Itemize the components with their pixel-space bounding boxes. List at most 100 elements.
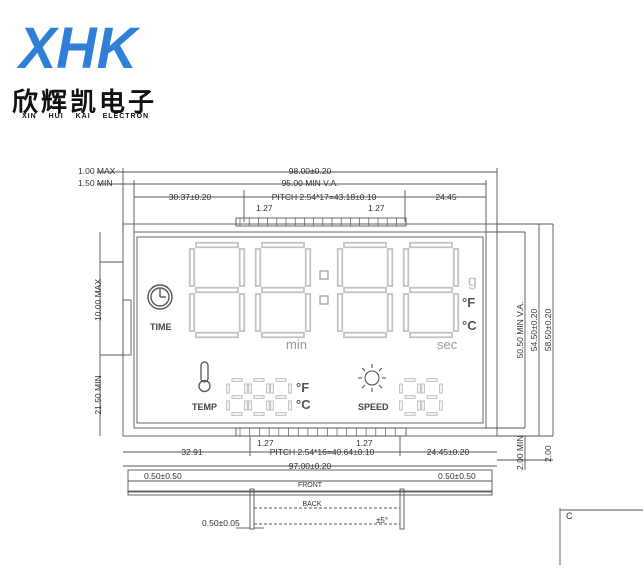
fan-speed-icon	[358, 364, 386, 392]
sec-label: sec	[437, 337, 458, 352]
segment	[254, 293, 262, 332]
segment	[404, 412, 416, 416]
segment	[248, 400, 252, 411]
seven-segment-digit	[421, 378, 443, 416]
segment	[195, 331, 239, 339]
segment	[409, 241, 453, 249]
segment	[417, 400, 421, 411]
dim-pin-width-top-right: 1.27	[368, 203, 385, 213]
thermometer-icon	[198, 361, 211, 393]
dim-max-1: 1.00 MAX	[78, 166, 116, 176]
segment	[409, 286, 453, 294]
segment	[304, 248, 312, 287]
segment	[336, 293, 344, 332]
segment	[261, 241, 305, 249]
dim-bottom-left-offset: 32.91	[181, 447, 203, 457]
bottom-pin-row	[239, 428, 396, 436]
segment	[421, 383, 425, 394]
segment	[343, 331, 387, 339]
lcd-labels: TIME min sec g °F °C TEMP °F °C SPEED	[150, 273, 477, 412]
top-pin-row	[239, 218, 397, 226]
speed-label: SPEED	[358, 402, 389, 412]
dim-pin-length-min: 21.50 MIN	[93, 375, 103, 414]
seven-segment-digit	[226, 378, 248, 416]
dim-pin-width-top-left: 1.27	[256, 203, 273, 213]
segment	[421, 400, 425, 411]
segment	[409, 331, 453, 339]
dim-pin-width-bottom-left: 1.27	[257, 438, 274, 448]
dim-va-width: 95.00 MIN V.A.	[282, 178, 339, 188]
segment	[275, 412, 287, 416]
dim-angle: ±5°	[376, 516, 388, 525]
dim-va-height: 50.50 MIN V.A.	[515, 302, 525, 359]
dim-glass-width: 97.00±0.20	[289, 461, 332, 471]
dim-size-2: 2.00	[543, 445, 553, 462]
temp-fahrenheit-unit: °F	[296, 380, 309, 395]
dim-left-offset: 30.37±0.20	[169, 192, 212, 202]
segment	[238, 293, 246, 332]
temp-celsius-unit: °C	[296, 397, 311, 412]
segment	[253, 395, 265, 399]
segment	[288, 400, 292, 411]
dim-height-2: 58.50±0.20	[543, 308, 553, 351]
dim-pin-length-max: 10.00 MAX	[93, 279, 103, 321]
segment	[275, 378, 287, 382]
segment	[336, 248, 344, 287]
segment	[261, 331, 305, 339]
seven-segment-digit	[254, 241, 312, 339]
segment-digits	[188, 241, 460, 416]
segment	[343, 286, 387, 294]
company-name-cn: 欣辉凯电子	[12, 88, 158, 118]
segment	[288, 383, 292, 394]
outline-lines	[97, 168, 643, 565]
dim-pin-width-bottom-right: 1.27	[356, 438, 373, 448]
segment	[266, 400, 270, 411]
segment	[426, 395, 438, 399]
segment	[195, 286, 239, 294]
celsius-unit: °C	[462, 318, 477, 333]
seven-segment-digit	[402, 241, 460, 339]
label-back: BACK	[302, 501, 321, 508]
segment	[439, 400, 443, 411]
company-name-en: XIN HUI KAI ELECTRON	[22, 113, 150, 120]
dim-top-pitch: PITCH 2.54*17=43.18±0.10	[272, 192, 377, 202]
segment	[266, 383, 270, 394]
dim-min-2: 2.00 MIN	[515, 436, 525, 471]
segment	[399, 383, 403, 394]
dim-height-1: 54.50±0.20	[529, 308, 539, 351]
segment	[399, 400, 403, 411]
segment	[231, 412, 243, 416]
dim-overall-width: 98.00±0.20	[289, 166, 332, 176]
segment	[402, 293, 410, 332]
segment	[248, 383, 252, 394]
segment	[404, 378, 416, 382]
gram-unit: g	[468, 273, 477, 290]
segment	[195, 241, 239, 249]
seven-segment-digit	[336, 241, 394, 339]
segment	[231, 378, 243, 382]
clock-icon	[147, 284, 173, 310]
segment	[231, 395, 243, 399]
segment	[238, 248, 246, 287]
segment	[275, 395, 287, 399]
segment	[188, 293, 196, 332]
segment	[386, 293, 394, 332]
dimension-labels: 1.00 MAX 1.50 MIN 98.00±0.20 95.00 MIN V…	[78, 166, 573, 528]
segment	[343, 241, 387, 249]
dim-min-1: 1.50 MIN	[78, 178, 113, 188]
logo-mark-text: XHK	[16, 16, 141, 81]
segment	[386, 248, 394, 287]
segment	[452, 248, 460, 287]
segment	[426, 378, 438, 382]
segment	[404, 395, 416, 399]
segment	[270, 400, 274, 411]
dim-side-right: 0.50±0.50	[438, 471, 476, 481]
segment	[254, 248, 262, 287]
segment	[244, 400, 248, 411]
seven-segment-digit	[188, 241, 246, 339]
dim-top-right-offset: 24.45	[435, 192, 457, 202]
segment	[253, 412, 265, 416]
segment	[417, 383, 421, 394]
